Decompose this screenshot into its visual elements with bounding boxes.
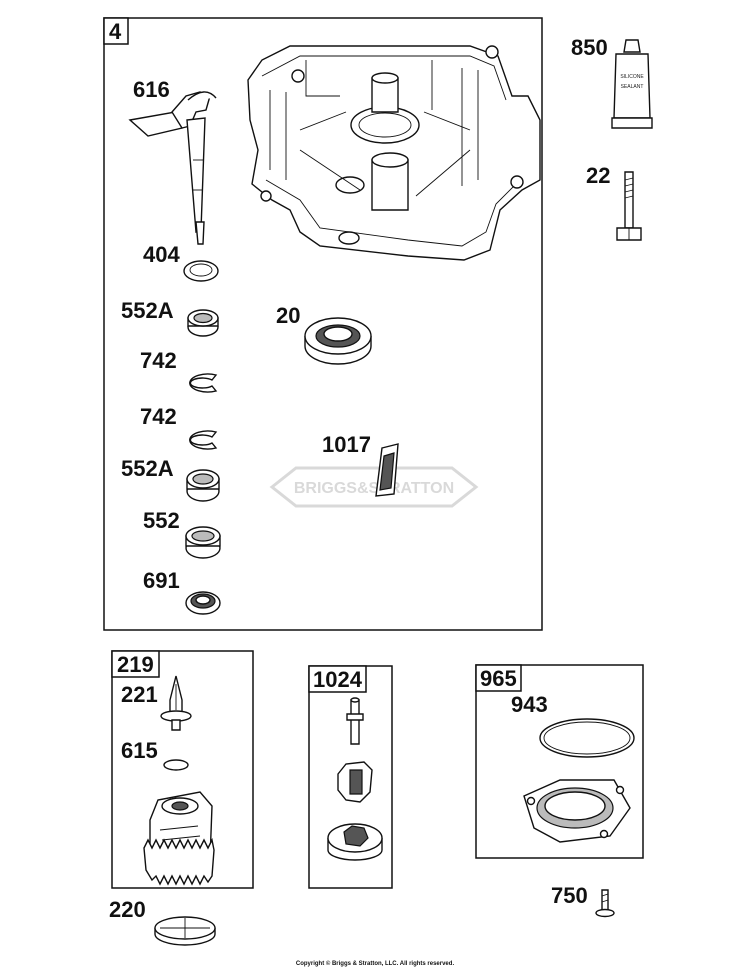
label-742-lower: 742: [140, 404, 177, 429]
box-label-1024: 1024: [313, 667, 363, 692]
pin-221: [160, 675, 192, 731]
seal-ring-404: [183, 260, 219, 282]
pin-part-1024a: [346, 697, 364, 745]
copyright-notice: Copyright © Briggs & Stratton, LLC. All …: [295, 961, 455, 967]
label-552a-lower: 552A: [121, 456, 174, 481]
main-assembly-box: 4: [103, 17, 543, 631]
label-552a-upper: 552A: [121, 298, 174, 323]
label-742-upper: 742: [140, 348, 177, 373]
disc-220: [154, 916, 216, 946]
kit-box-219: 219: [111, 650, 254, 889]
sealant-tube-850: SILICONE SEALANT: [611, 39, 653, 129]
label-615: 615: [121, 738, 158, 763]
ring-615: [163, 759, 189, 771]
label-552: 552: [143, 508, 180, 533]
cup-housing-1024c: [327, 823, 383, 861]
star-rotor-1024b: [337, 761, 373, 803]
kit-box-965: 965: [475, 664, 644, 859]
bolt-22: [616, 171, 642, 241]
o-ring-943: [539, 718, 635, 758]
label-750: 750: [551, 883, 588, 908]
label-220: 220: [109, 897, 146, 922]
label-616: 616: [133, 77, 170, 102]
insert-1017: [375, 443, 399, 497]
e-clip-742-lower: [189, 430, 218, 450]
screw-750: [595, 889, 615, 918]
cover-plate: [523, 779, 631, 843]
box-label-4: 4: [109, 19, 122, 44]
kit-box-1024: 1024: [308, 665, 393, 889]
label-943: 943: [511, 692, 548, 717]
governor-shaft-616: [128, 91, 217, 245]
label-20: 20: [276, 303, 300, 328]
brand-watermark: BRIGGS&STRATTON: [269, 466, 479, 508]
box-label-219: 219: [117, 652, 154, 677]
label-691: 691: [143, 568, 180, 593]
governor-gear-assembly: [143, 791, 215, 886]
bushing-552: [185, 526, 221, 559]
label-850: 850: [571, 35, 608, 60]
tube-text-line2: SEALANT: [621, 84, 644, 90]
watermark-text: BRIGGS&STRATTON: [294, 480, 454, 497]
tube-text-line1: SILICONE: [620, 74, 644, 80]
oil-seal-691: [185, 591, 221, 615]
e-clip-742-upper: [189, 373, 218, 393]
label-1017: 1017: [322, 432, 371, 457]
bushing-552a-lower: [186, 469, 220, 502]
box-label-965: 965: [480, 666, 517, 691]
label-404: 404: [143, 242, 180, 267]
label-221: 221: [121, 682, 158, 707]
label-22: 22: [586, 163, 610, 188]
crankcase-sump-cover: [247, 45, 541, 261]
bushing-552a-upper: [187, 309, 219, 337]
ball-bearing-20: [304, 317, 372, 365]
